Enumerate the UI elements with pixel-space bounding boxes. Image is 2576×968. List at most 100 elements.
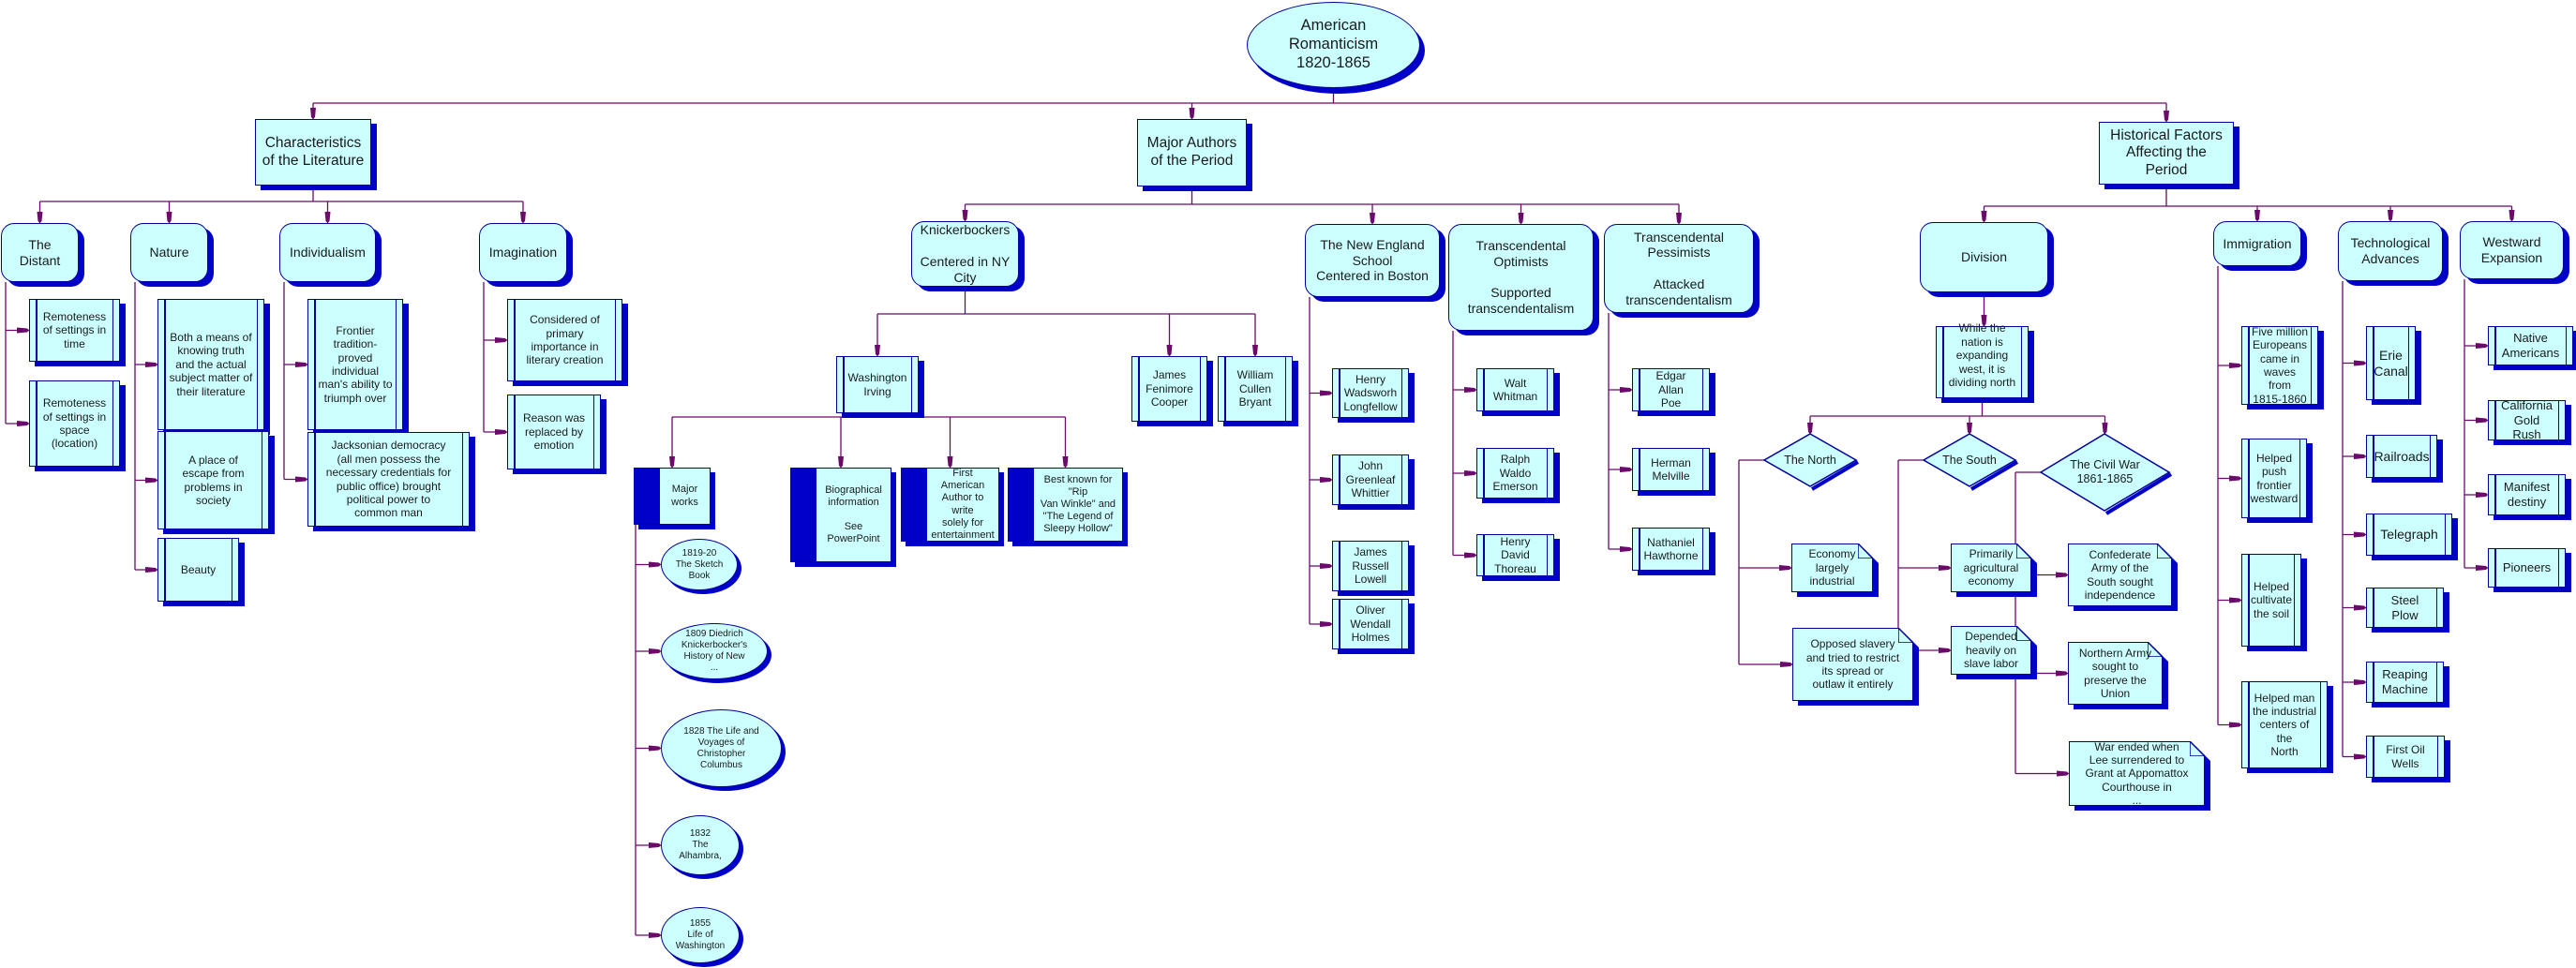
westward-item[interactable]: Pioneers	[2488, 548, 2566, 588]
arrow-right-icon	[495, 429, 507, 435]
biographical-information[interactable]: Biographical information See PowerPoint	[790, 468, 891, 562]
distant-item[interactable]: Remoteness of settings in time	[29, 299, 120, 362]
new-england-author[interactable]: Henry Wadsworh Longfellow	[1332, 368, 1409, 418]
division-topic[interactable]: Division	[1920, 222, 2048, 292]
imagination-item[interactable]: Reason was replaced by emotion	[507, 395, 601, 469]
division-summary[interactable]: While the nation is expanding west, it i…	[1936, 321, 2029, 402]
westward-item[interactable]: Manifest destiny	[2488, 474, 2566, 515]
technological-advances-topic[interactable]: Technological Advances	[2338, 221, 2443, 281]
arrow-down-icon	[2254, 210, 2260, 221]
work-text: 1819-20 The Sketch Book	[675, 547, 724, 581]
technology-item[interactable]: Reaping Machine	[2366, 662, 2444, 703]
individualism-item[interactable]: Frontier tradition- proved individual ma…	[307, 299, 403, 430]
civil-war-note[interactable]: Confederate Army of the South sought ind…	[2068, 544, 2172, 606]
pessimist-author[interactable]: Edgar Allan Poe	[1632, 368, 1710, 411]
new-england-author[interactable]: James Russell Lowell	[1332, 541, 1409, 591]
westward-expansion-topic[interactable]: Westward Expansion	[2460, 221, 2564, 279]
bio-text: Biographical information See PowerPoint	[825, 484, 882, 545]
the-south-label: The South	[1942, 453, 1997, 467]
note-text: Depended heavily on slave labor	[1963, 630, 2019, 671]
arrow-right-icon	[649, 648, 661, 654]
westward-item[interactable]: Native Americans	[2488, 326, 2573, 365]
immigration-item-text: Helped push frontier westward	[2250, 451, 2299, 505]
arrow-right-icon	[2476, 343, 2488, 349]
westward-item[interactable]: California Gold Rush	[2488, 398, 2566, 441]
technology-item[interactable]: Telegraph	[2366, 514, 2452, 556]
work-ellipse[interactable]: 1819-20 The Sketch Book	[661, 539, 738, 590]
civil-war-note[interactable]: Northern Army sought to preserve the Uni…	[2068, 642, 2163, 705]
nature-topic[interactable]: Nature	[130, 223, 208, 282]
pessimist-author[interactable]: Nathaniel Hawthorne	[1632, 528, 1710, 571]
technology-item[interactable]: Erie Canal	[2366, 326, 2416, 400]
immigration-item[interactable]: Helped man the industrial centers of the…	[2241, 681, 2328, 768]
arrow-right-icon	[1464, 552, 1476, 558]
work-ellipse[interactable]: 1828 The Life and Voyages of Christopher…	[661, 709, 782, 787]
optimist-author[interactable]: Henry David Thoreau	[1476, 534, 1554, 576]
best-known-for[interactable]: Best known for "Rip Van Winkle" and "The…	[1008, 468, 1123, 542]
distant-item[interactable]: Remoteness of settings in space (locatio…	[29, 380, 120, 467]
pessimist-author[interactable]: Herman Melville	[1632, 448, 1710, 491]
immigration-item[interactable]: Helped cultivate the soil	[2241, 554, 2301, 647]
transcendental-pessimists-topic[interactable]: Transcendental Pessimists Attacked trans…	[1604, 224, 1754, 313]
root-topic[interactable]: American Romanticism 1820-1865	[1247, 2, 1420, 88]
arrow-right-icon	[17, 327, 29, 334]
technology-item[interactable]: First Oil Wells	[2366, 736, 2445, 778]
nature-item[interactable]: Both a means of knowing truth and the ac…	[157, 299, 264, 430]
the-north-decision[interactable]: The North	[1762, 433, 1860, 491]
work-text: 1855 Life of Washington	[675, 918, 726, 951]
work-ellipse[interactable]: 1832 The Alhambra,	[661, 815, 740, 875]
technology-label: Technological Advances	[2350, 235, 2431, 266]
historical-factors-topic[interactable]: Historical Factors Affecting the Period	[2099, 122, 2234, 185]
arrow-down-icon	[520, 212, 526, 223]
diamond-shape	[1762, 433, 1860, 491]
note-text: Confederate Army of the South sought ind…	[2084, 547, 2156, 602]
immigration-item[interactable]: Helped push frontier westward	[2241, 439, 2307, 518]
work-ellipse[interactable]: 1855 Life of Washington	[661, 907, 740, 963]
distant-label: The Distant	[19, 236, 61, 268]
arrow-right-icon	[1464, 470, 1476, 476]
south-note[interactable]: Primarily agricultural economy	[1951, 544, 2031, 592]
individualism-topic[interactable]: Individualism	[279, 223, 376, 282]
work-ellipse[interactable]: 1809 Diedrich Knickerbocker's History of…	[661, 623, 768, 679]
nature-item[interactable]: A place of escape from problems in socie…	[157, 431, 269, 529]
optimist-author[interactable]: Walt Whitman	[1476, 368, 1554, 411]
new-england-topic[interactable]: The New England School Centered in Bosto…	[1305, 224, 1440, 297]
immigration-label: Immigration	[2223, 235, 2292, 251]
the-south-decision[interactable]: The South	[1922, 433, 2019, 491]
arrow-down-icon	[324, 212, 331, 223]
note-text: Northern Army sought to preserve the Uni…	[2078, 646, 2152, 700]
note-body: Economy largely industrial	[1791, 544, 1873, 592]
individualism-item-text: Jacksonian democracy (all men possess th…	[325, 439, 452, 520]
nature-item[interactable]: Beauty	[157, 538, 239, 602]
north-note[interactable]: Economy largely industrial	[1791, 544, 1873, 592]
new-england-author[interactable]: Oliver Wendall Holmes	[1332, 599, 1409, 649]
washington-irving[interactable]: Washington Irving	[836, 356, 919, 413]
technology-item[interactable]: Railroads	[2366, 435, 2437, 478]
immigration-item[interactable]: Five million Europeans came in waves fro…	[2241, 325, 2318, 406]
immigration-topic[interactable]: Immigration	[2213, 221, 2301, 266]
westward-label: Westward Expansion	[2480, 234, 2543, 265]
distant-item-text: Remoteness of settings in space (locatio…	[42, 396, 107, 451]
knickerbockers-topic[interactable]: Knickerbockers Centered in NY City	[911, 221, 1019, 287]
characteristics-topic[interactable]: Characteristics of the Literature	[255, 119, 371, 186]
new-england-author[interactable]: John Greenleaf Whittier	[1332, 454, 1409, 505]
north-note[interactable]: Opposed slavery and tried to restrict it…	[1792, 628, 1913, 701]
major-works[interactable]: Major works	[634, 468, 711, 525]
civil-war-note[interactable]: War ended when Lee surrendered to Grant …	[2069, 741, 2205, 806]
technology-item-text: First Oil Wells	[2386, 743, 2425, 770]
transcendental-optimists-topic[interactable]: Transcendental Optimists Supported trans…	[1448, 224, 1594, 331]
imagination-topic[interactable]: Imagination	[479, 223, 567, 282]
optimist-author[interactable]: Ralph Waldo Emerson	[1476, 448, 1554, 499]
distant-topic[interactable]: The Distant	[1, 223, 79, 282]
individualism-item[interactable]: Jacksonian democracy (all men possess th…	[307, 432, 470, 527]
arrow-down-icon	[1252, 345, 1258, 356]
major-authors-topic[interactable]: Major Authors of the Period	[1137, 119, 1247, 186]
imagination-item[interactable]: Considered of primary importance in lite…	[507, 299, 622, 381]
first-american-author[interactable]: First American Author to write solely fo…	[901, 468, 999, 542]
james-fenimore-cooper[interactable]: James Fenimore Cooper	[1131, 356, 1207, 422]
civil-war-decision[interactable]: The Civil War 1861-1865	[2039, 433, 2173, 515]
arrow-right-icon	[2229, 363, 2241, 368]
south-note[interactable]: Depended heavily on slave labor	[1951, 626, 2031, 675]
william-cullen-bryant[interactable]: William Cullen Bryant	[1218, 356, 1293, 422]
technology-item[interactable]: Steel Plow	[2366, 588, 2444, 628]
